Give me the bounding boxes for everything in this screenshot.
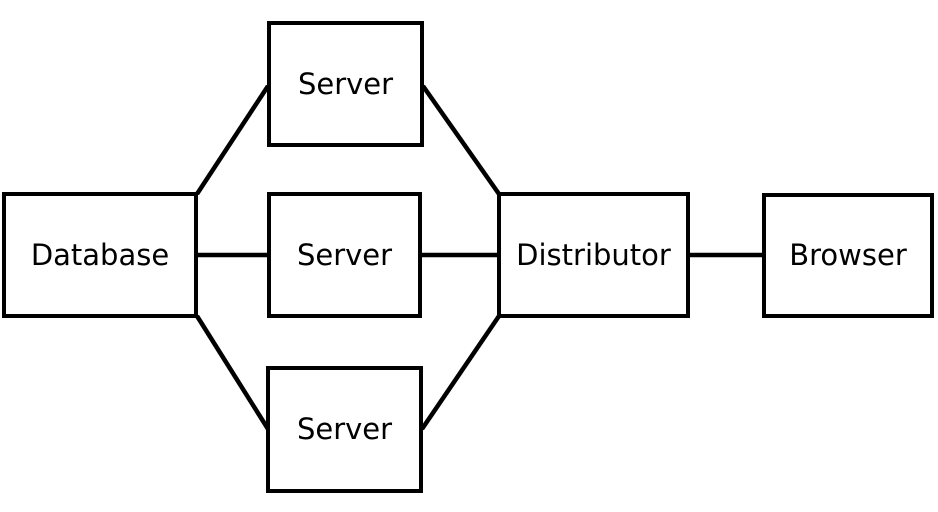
node-distributor: Distributor	[497, 192, 690, 318]
node-label: Distributor	[516, 237, 671, 272]
edge-server-top-to-distributor	[421, 84, 501, 196]
node-browser: Browser	[762, 193, 934, 318]
node-server-top: Server	[267, 21, 424, 147]
node-label: Browser	[789, 238, 907, 272]
node-server-bottom: Server	[266, 366, 423, 493]
edge-database-to-server-top	[195, 84, 270, 196]
node-label: Server	[297, 66, 394, 101]
node-label: Database	[30, 237, 170, 272]
node-server-middle: Server	[267, 192, 422, 318]
edge-database-to-server-bottom	[195, 314, 270, 431]
node-label: Server	[296, 412, 393, 446]
node-label: Server	[296, 237, 393, 272]
edge-server-bottom-to-distributor	[420, 314, 501, 431]
node-database: Database	[2, 192, 198, 318]
